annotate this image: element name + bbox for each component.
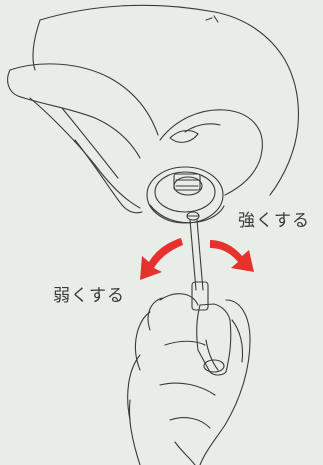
arrow-right-icon — [210, 240, 254, 272]
stronger-label: 強くする — [238, 211, 310, 231]
weaker-label: 弱くする — [53, 286, 125, 306]
bobbin-case — [146, 166, 225, 224]
arrow-left-icon — [140, 238, 183, 280]
lower-hand — [127, 293, 251, 465]
upper-hand — [7, 4, 299, 214]
direction-arrows — [140, 238, 254, 280]
screwdriver — [189, 219, 232, 376]
